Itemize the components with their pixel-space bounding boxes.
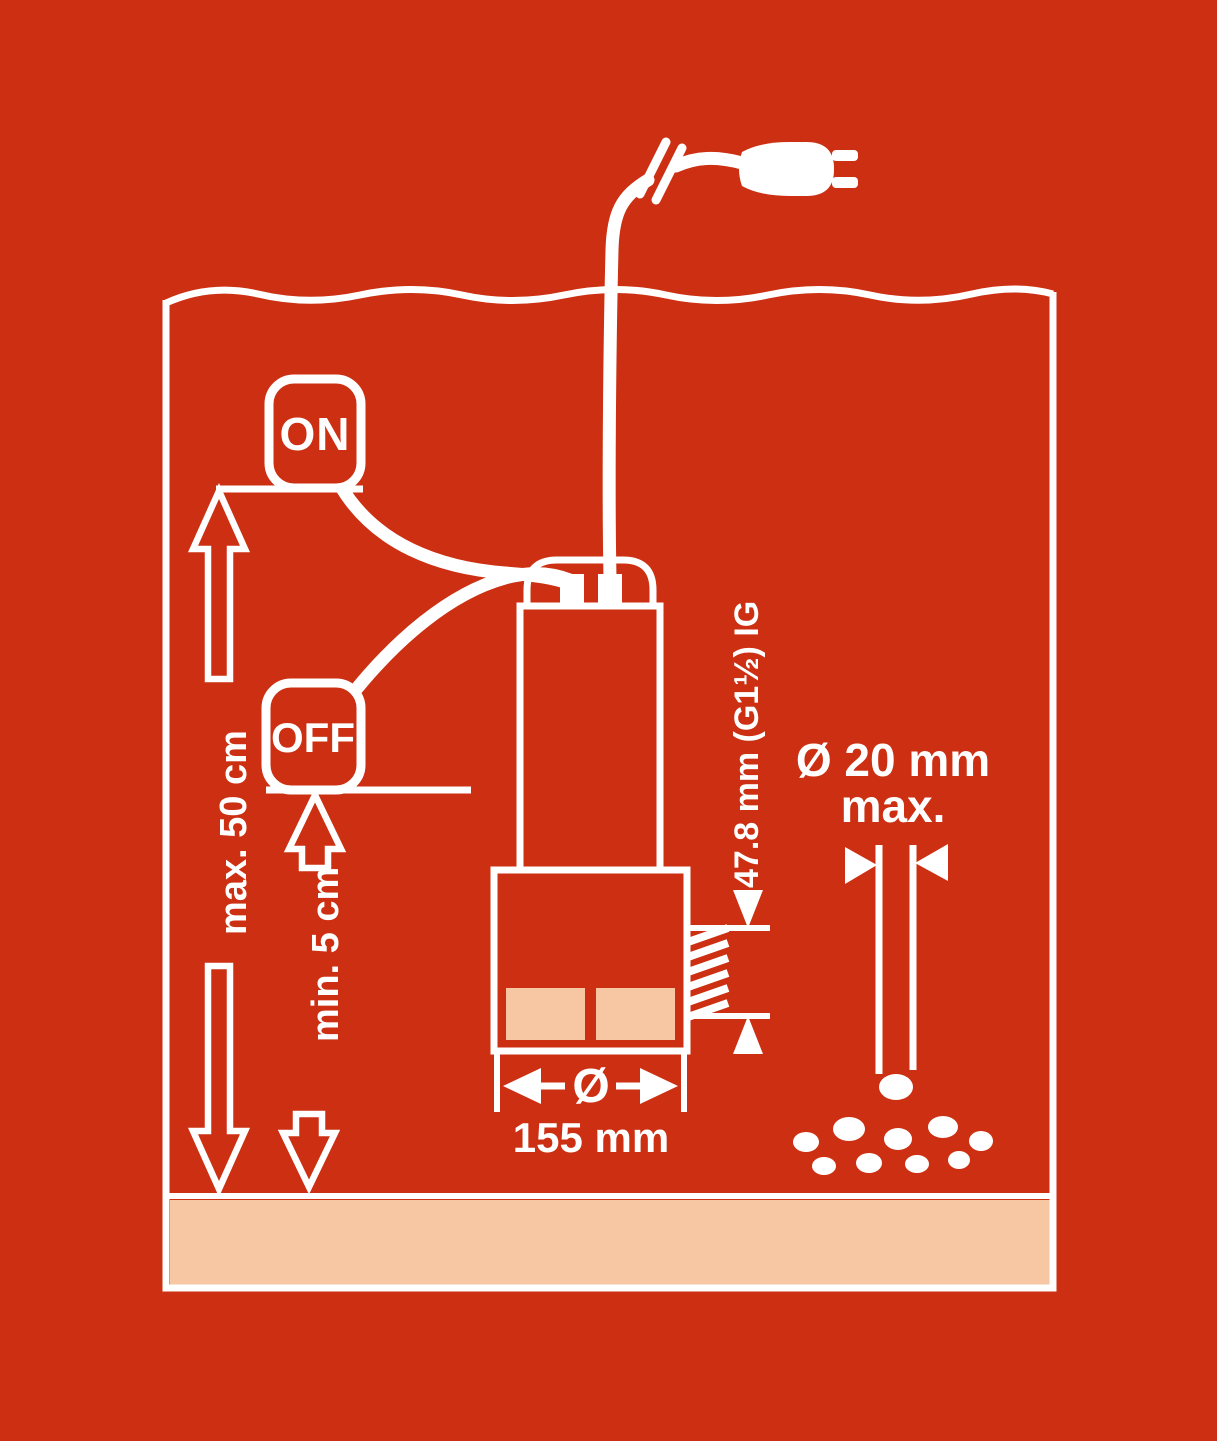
power-cable bbox=[602, 173, 655, 585]
max-water-level-dimension: max. 50 cm bbox=[187, 483, 255, 1197]
pebble bbox=[884, 1128, 912, 1150]
pump-diameter-label: 155 mm bbox=[513, 1114, 669, 1161]
ground-sand-strip bbox=[170, 1200, 1050, 1285]
float-switch-on: ON bbox=[216, 374, 366, 493]
thread-dim-arrow-up-icon bbox=[733, 1016, 763, 1054]
off-label: OFF bbox=[271, 714, 355, 761]
pebble bbox=[928, 1116, 958, 1138]
particle-dim-arrow-left-icon bbox=[915, 844, 948, 881]
pump-width-dimension: Ø 155 mm bbox=[494, 1054, 687, 1161]
particle-size-max-label: max. bbox=[841, 780, 946, 832]
pebbles bbox=[793, 1074, 993, 1175]
pump-width-arrow-left-icon bbox=[503, 1068, 541, 1104]
min-water-level-label: min. 5 cm bbox=[305, 867, 347, 1042]
threaded-outlet bbox=[686, 924, 730, 1021]
intake-slot-left bbox=[506, 988, 585, 1040]
min-level-down-arrow-icon bbox=[277, 1110, 341, 1195]
power-cable-end bbox=[669, 151, 749, 173]
particle-dim-arrow-right-icon bbox=[845, 847, 877, 884]
cable-break-slash bbox=[651, 143, 687, 205]
pump-handle bbox=[523, 556, 657, 606]
max-level-up-arrow-icon bbox=[187, 483, 251, 683]
pebble bbox=[879, 1074, 913, 1100]
pebble bbox=[812, 1157, 836, 1175]
hatch-line bbox=[686, 939, 730, 961]
plug-pin-bottom bbox=[832, 177, 858, 188]
hatch-line bbox=[686, 954, 730, 976]
min-level-up-arrow-icon bbox=[283, 787, 347, 872]
thread-dim-arrow-down-icon bbox=[733, 890, 763, 928]
pebble bbox=[833, 1117, 865, 1141]
pump-lower-body bbox=[490, 866, 691, 1055]
pebble bbox=[948, 1151, 970, 1169]
float-switch-off-badge bbox=[261, 678, 366, 795]
plug-pin-top bbox=[832, 150, 858, 161]
max-water-level-label: max. 50 cm bbox=[213, 730, 255, 935]
power-plug-icon bbox=[739, 142, 858, 196]
hatch-line bbox=[686, 984, 730, 1006]
cable-gland-right bbox=[598, 574, 622, 606]
particle-size-annotation: Ø 20 mm max. bbox=[793, 734, 993, 1175]
min-water-level-dimension: min. 5 cm bbox=[277, 787, 347, 1195]
max-level-down-arrow-icon bbox=[187, 962, 251, 1197]
submersible-pump bbox=[490, 556, 730, 1055]
pebble bbox=[905, 1155, 929, 1173]
hatch-line bbox=[686, 969, 730, 991]
cable-break-slash bbox=[635, 137, 671, 199]
thread-dimension: 47.8 mm (G1½) IG bbox=[687, 601, 770, 1054]
pump-upper-body bbox=[516, 602, 664, 874]
particle-size-label: Ø 20 mm bbox=[796, 734, 990, 786]
pump-diameter-symbol: Ø bbox=[572, 1060, 609, 1113]
float-switch-off: OFF bbox=[261, 678, 471, 795]
float-switch-on-badge bbox=[264, 374, 366, 493]
cable-break-icon bbox=[635, 137, 687, 205]
plug-body bbox=[739, 142, 834, 196]
pebble bbox=[856, 1153, 882, 1173]
on-label: ON bbox=[280, 408, 351, 460]
thread-dimension-label: 47.8 mm (G1½) IG bbox=[728, 601, 766, 888]
pebble bbox=[793, 1132, 819, 1152]
cable-gland-left bbox=[560, 574, 584, 606]
float-cable-off-position bbox=[343, 567, 577, 704]
tank-outline bbox=[162, 292, 1057, 1292]
intake-slot-right bbox=[596, 988, 675, 1040]
pebble bbox=[969, 1131, 993, 1151]
pump-width-arrow-right-icon bbox=[640, 1068, 678, 1104]
